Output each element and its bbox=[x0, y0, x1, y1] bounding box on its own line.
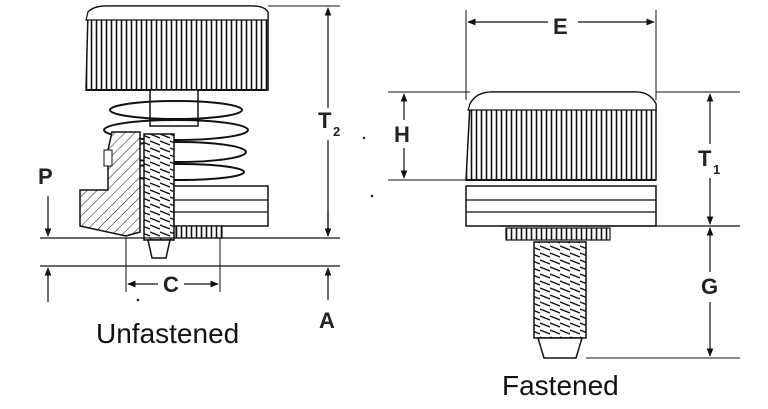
g-label: G bbox=[701, 274, 718, 299]
fastened-washer bbox=[505, 227, 611, 241]
unfastened-ferrule bbox=[79, 131, 141, 237]
unfastened-washer bbox=[175, 225, 223, 239]
p-label: P bbox=[38, 164, 53, 189]
c-label: C bbox=[163, 272, 179, 297]
unfastened-screw-tip bbox=[147, 239, 171, 259]
a-label: A bbox=[319, 308, 335, 333]
t2-subscript: 2 bbox=[333, 124, 340, 139]
unfastened-flange bbox=[173, 185, 269, 227]
fastened-screw-thread bbox=[533, 241, 587, 339]
unfastened-spring bbox=[103, 100, 249, 181]
unfastened-caption: Unfastened bbox=[96, 318, 239, 349]
fastened-dimensions bbox=[362, 10, 740, 359]
fastened-knob bbox=[465, 91, 657, 181]
unfastened-view bbox=[79, 5, 269, 259]
unfastened-ferrule-notch bbox=[103, 149, 113, 167]
e-label: E bbox=[553, 14, 568, 39]
t2-label: T bbox=[318, 108, 332, 133]
fastened-caption: Fastened bbox=[502, 370, 619, 401]
t1-subscript: 1 bbox=[713, 162, 720, 177]
h-label: H bbox=[394, 122, 410, 147]
unfastened-screw-thread bbox=[143, 133, 175, 241]
unfastened-dimensions bbox=[40, 5, 346, 302]
fastened-screw-tip bbox=[536, 337, 584, 359]
t1-label: T bbox=[698, 146, 712, 171]
fastened-view bbox=[465, 91, 657, 359]
unfastened-knob bbox=[85, 5, 269, 91]
fastened-flange bbox=[465, 185, 657, 227]
